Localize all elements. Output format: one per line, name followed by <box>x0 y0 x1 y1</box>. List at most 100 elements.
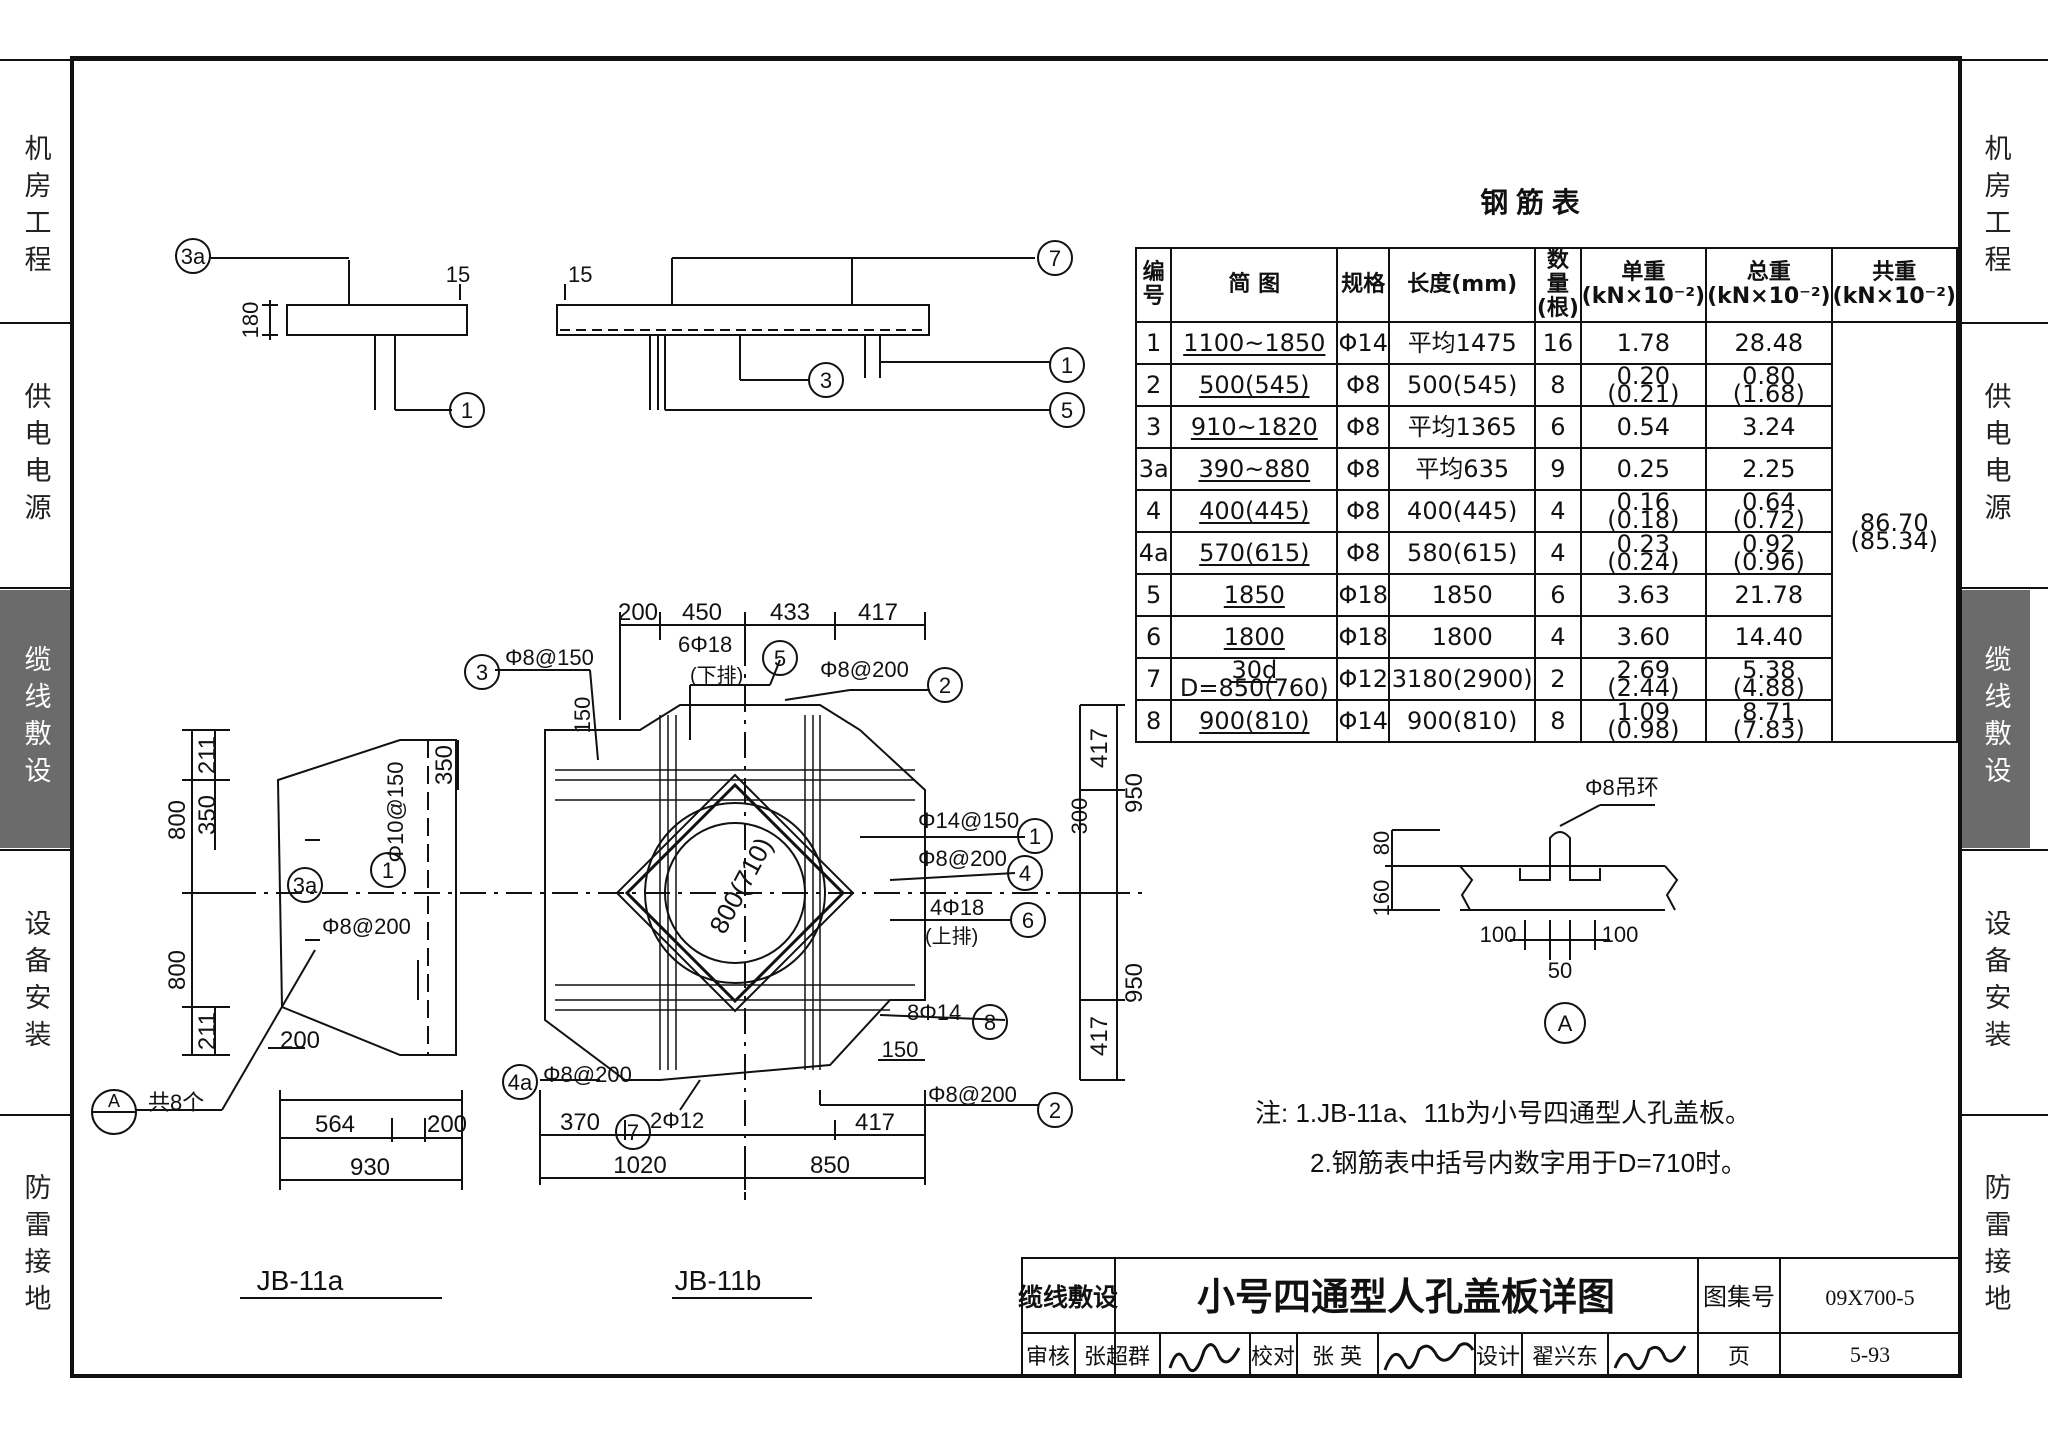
callout-4a-plan: 4a <box>508 1070 533 1095</box>
tb-atlas-label: 图集号 <box>1703 1284 1775 1311</box>
tb-design-label: 设计 <box>1476 1344 1520 1369</box>
dim-350-left: 350 <box>194 795 221 835</box>
tb-page-no: 5-93 <box>1850 1342 1890 1367</box>
side-tab-dividers <box>0 322 2048 1116</box>
label-lower-row: (下排) <box>690 664 743 687</box>
dim-160: 160 <box>1369 880 1394 917</box>
cell-qty: 2 <box>1534 657 1582 701</box>
callout-5-plan: 5 <box>774 646 786 671</box>
cell-spec: Φ12 <box>1336 657 1391 701</box>
label-6phi18: 6Φ18 <box>678 632 732 657</box>
dim-100-right: 100 <box>1602 922 1639 947</box>
dim-200-top: 200 <box>618 599 658 626</box>
dim-100-left: 100 <box>1480 922 1517 947</box>
detail-a-text: Φ8吊环 80 160 100 50 100 A <box>1369 775 1659 1036</box>
cell-spec: Φ8 <box>1336 363 1391 407</box>
label-total-8: 共8个 <box>148 1090 204 1115</box>
tb-title: 小号四通型人孔盖板详图 <box>1197 1277 1615 1319</box>
jb11b-rebar-labels: Φ8@150 6Φ18 (下排) Φ8@200 Φ14@150 Φ8@200 4… <box>505 632 1019 1133</box>
callouts-section <box>175 238 485 428</box>
cell-total-weight: 8.71 (7.83) <box>1705 699 1833 743</box>
label-2phi12: 2Φ12 <box>650 1108 704 1133</box>
th-unit-weight: 单重(kN×10⁻²) <box>1579 247 1708 323</box>
side-tab-grounding: 防雷接地 <box>19 1173 51 1321</box>
cell-qty: 6 <box>1534 405 1582 449</box>
label-phi10-150: Φ10@150 <box>383 761 408 862</box>
dim-417-bottom: 417 <box>855 1109 895 1136</box>
dim-211-top: 211 <box>194 736 221 774</box>
th-total-weight: 总重(kN×10⁻²) <box>1705 247 1833 323</box>
callout-3-plan: 3 <box>476 660 488 685</box>
dim-50: 50 <box>1548 958 1572 983</box>
cell-qty: 16 <box>1534 321 1582 365</box>
dim-417-right-bottom: 417 <box>1086 1016 1113 1056</box>
label-lifting-ring: Φ8吊环 <box>1585 775 1659 800</box>
dim-950-lower: 950 <box>1121 963 1148 1003</box>
note-1: 注: 1.JB-11a、11b为小号四通型人孔盖板。 <box>1255 1098 1751 1128</box>
dim-930: 930 <box>350 1154 390 1181</box>
jb11b-callouts <box>464 640 1073 1150</box>
cell-unit-weight: 0.23 (0.24) <box>1579 531 1708 575</box>
callout-5-top: 5 <box>1061 398 1073 423</box>
cell-unit-weight: 1.78 <box>1579 321 1708 365</box>
cell-shape: 1800 <box>1170 615 1339 659</box>
title-block-text: 缆线敷设 小号四通型人孔盖板详图 图集号 09X700-5 审核 张超群 校对 … <box>1018 1277 1915 1369</box>
cell-spec: Φ8 <box>1336 447 1391 491</box>
dim-350-right: 350 <box>431 745 458 785</box>
cell-length: 500(545) <box>1388 363 1537 407</box>
label-phi8-150: Φ8@150 <box>505 645 594 670</box>
callout-1-top: 1 <box>461 398 473 423</box>
cell-qty: 8 <box>1534 699 1582 743</box>
th-qty: 数量(根) <box>1534 247 1582 323</box>
tb-check-label: 校对 <box>1251 1344 1295 1369</box>
signature-reviewer <box>1168 1343 1241 1373</box>
cell-unit-weight: 0.20 (0.21) <box>1579 363 1708 407</box>
signatures <box>1168 1342 1687 1373</box>
cover-15-b: 15 <box>568 262 592 287</box>
callout-4-plan: 4 <box>1019 861 1031 886</box>
jb11a-plan <box>135 729 463 1190</box>
cell-length: 3180(2900) <box>1388 657 1537 701</box>
cell-unit-weight: 1.09 (0.98) <box>1579 699 1708 743</box>
dim-800-bottom: 800 <box>164 950 191 990</box>
cell-unit-weight: 0.16 (0.18) <box>1579 489 1708 533</box>
side-tab-cabling-r: 缆线敷设 <box>1960 590 2030 848</box>
cell-spec: Φ14 <box>1336 699 1391 743</box>
callout-2-plan-b: 2 <box>1049 1098 1061 1123</box>
cell-shape: 390~880 <box>1170 447 1339 491</box>
cell-length: 平均1365 <box>1388 405 1537 449</box>
cell-qty: 4 <box>1534 531 1582 575</box>
cell-unit-weight: 3.63 <box>1579 573 1708 617</box>
cell-total-weight: 28.48 <box>1705 321 1833 365</box>
cell-length: 900(810) <box>1388 699 1537 743</box>
cell-total-weight: 0.80 (1.68) <box>1705 363 1833 407</box>
cell-spec: Φ18 <box>1336 615 1391 659</box>
dim-211-bottom: 211 <box>194 1012 221 1050</box>
cell-unit-weight: 0.25 <box>1579 447 1708 491</box>
label-4phi18: 4Φ18 <box>930 895 984 920</box>
cell-shape: 1850 <box>1170 573 1339 617</box>
cell-qty: 8 <box>1534 363 1582 407</box>
section-3a <box>210 257 468 411</box>
cell-shape: 1100~1850 <box>1170 321 1339 365</box>
dim-564: 564 <box>315 1111 355 1138</box>
side-tab-power: 供电电源 <box>19 382 51 530</box>
cell-spec: Φ8 <box>1336 489 1391 533</box>
side-tab-machine-room: 机房工程 <box>19 133 51 282</box>
cell-unit-weight: 2.69 (2.44) <box>1579 657 1708 701</box>
cell-length: 平均635 <box>1388 447 1537 491</box>
table-title: 钢 筋 表 <box>1480 186 1580 218</box>
dim-80: 80 <box>1369 831 1394 855</box>
cell-shape: 500(545) <box>1170 363 1339 407</box>
callout-8-plan: 8 <box>984 1010 996 1035</box>
signature-checker <box>1383 1342 1475 1371</box>
dim-417-top: 417 <box>858 599 898 626</box>
cell-no: 3 <box>1134 405 1173 449</box>
cell-shape: 570(615) <box>1170 531 1339 575</box>
label-phi8-200-4a: Φ8@200 <box>543 1062 632 1087</box>
